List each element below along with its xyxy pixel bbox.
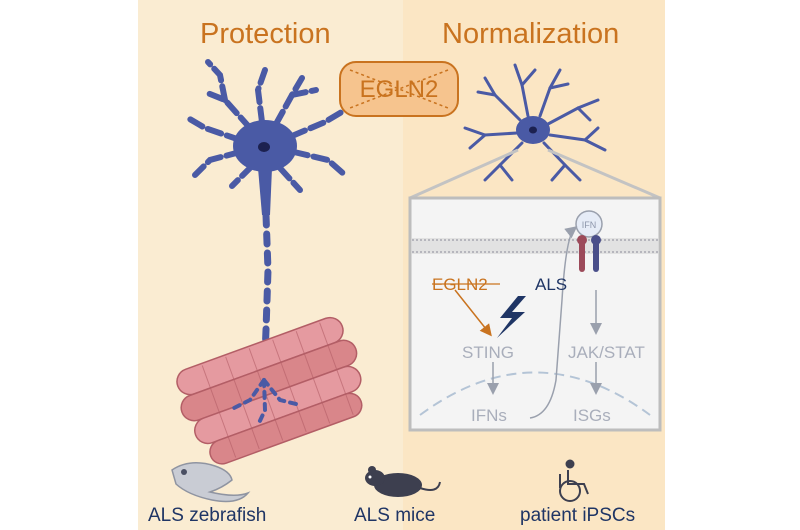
muscle-fiber-icon [176, 316, 363, 465]
sting-label: STING [462, 343, 514, 362]
zoom-lines [409, 148, 661, 200]
normalization-heading: Normalization [442, 18, 620, 50]
ipsc-model-label: patient iPSCs [520, 505, 636, 526]
pathway-arrows [487, 226, 602, 419]
egln2-target: EGLN2 [339, 61, 459, 117]
isgs-label: ISGs [573, 406, 611, 425]
jakstat-label: JAK/STAT [568, 343, 645, 362]
wheelchair-person-icon [559, 459, 589, 502]
signaling-inset [408, 196, 662, 432]
protection-heading: Protection [200, 18, 331, 50]
astrocyte-icon [463, 63, 607, 182]
zebrafish-model-label: ALS zebrafish [148, 505, 267, 526]
egln2-arrow [454, 289, 492, 337]
neuron-icon [185, 59, 348, 384]
lightning-icon [497, 296, 526, 338]
mice-model-label: ALS mice [354, 505, 436, 526]
nucleus-membrane [419, 371, 651, 416]
mouse-icon [365, 466, 441, 497]
egln2-label: EGLN2 [360, 76, 439, 103]
cell-membrane [412, 238, 658, 254]
interferon-receptor-icon: IFN [575, 210, 603, 272]
als-inset-label: ALS [535, 275, 567, 294]
zebrafish-icon [171, 462, 251, 503]
ifns-label: IFNs [471, 406, 507, 425]
ifn-ligand-label: IFN [582, 220, 597, 230]
